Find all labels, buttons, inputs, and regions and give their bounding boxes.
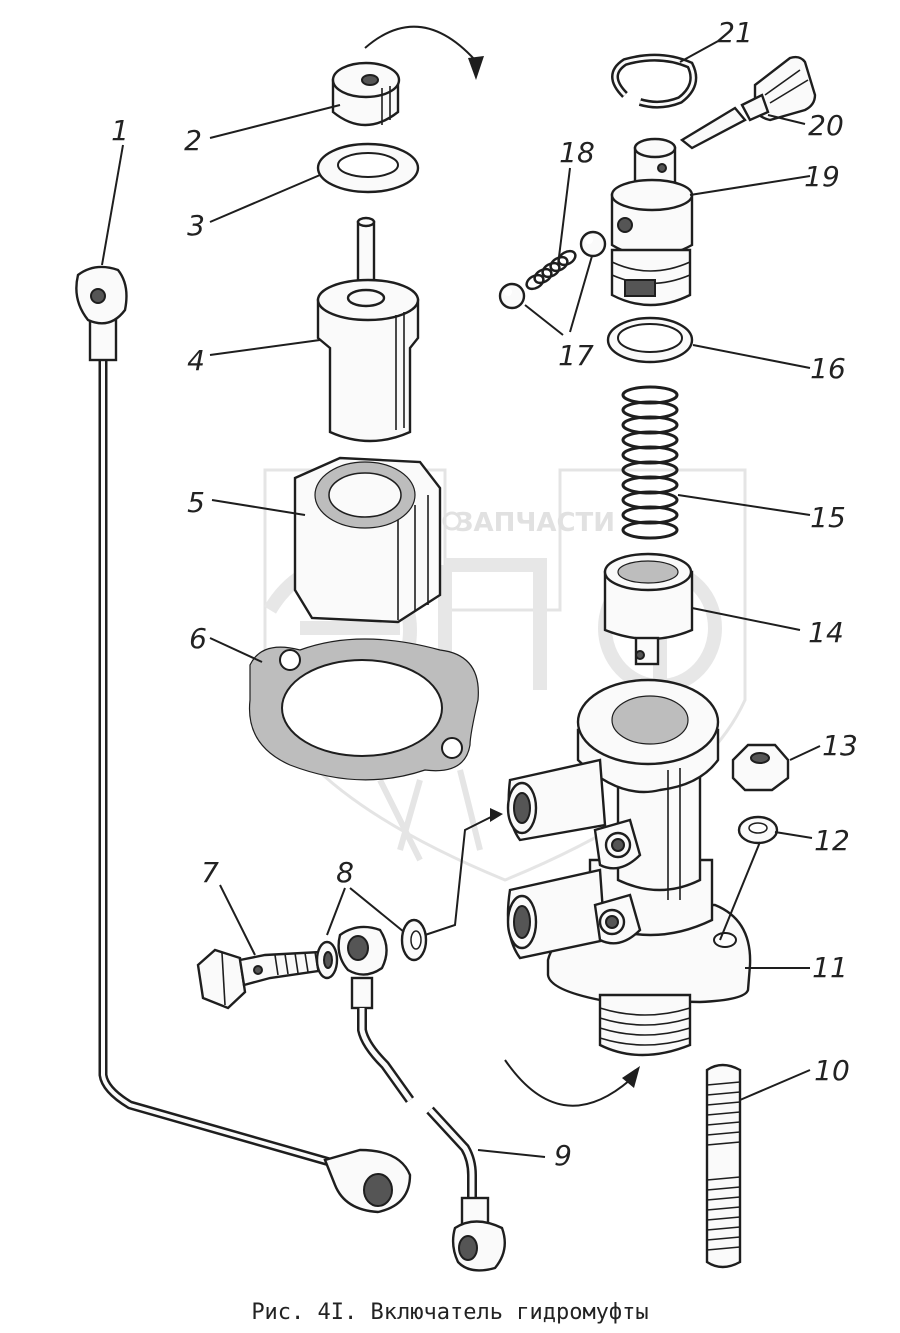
part-2-cap xyxy=(331,61,401,127)
part-11-housing xyxy=(506,678,752,1057)
callout-1: 1 xyxy=(111,114,129,147)
callout-19: 19 xyxy=(804,160,840,193)
callout-14: 14 xyxy=(808,616,844,649)
part-5-nut xyxy=(293,456,442,624)
part-13-nut xyxy=(731,743,790,792)
callout-4: 4 xyxy=(187,344,205,377)
callout-5: 5 xyxy=(187,486,205,519)
callout-7: 7 xyxy=(201,856,219,889)
part-14-sleeve xyxy=(603,552,694,666)
part-17-balls xyxy=(498,230,607,310)
callout-labels: 1 2 3 4 5 6 7 8 9 10 11 12 13 14 15 16 1… xyxy=(111,16,858,1172)
watermark-text: ЗАПЧАСТИ xyxy=(455,508,615,538)
part-19-valve-stem xyxy=(610,137,694,307)
callout-15: 15 xyxy=(810,501,846,534)
part-12-spring-washer xyxy=(737,815,779,845)
part-21-retaining-ring xyxy=(611,53,698,109)
callout-12: 12 xyxy=(814,824,850,857)
diagram-canvas: ЗАПЧАСТИ xyxy=(75,16,858,1272)
part-10-stud xyxy=(705,1063,742,1269)
part-16-o-ring xyxy=(606,316,694,364)
part-8-washers xyxy=(315,918,428,980)
part-4-plunger xyxy=(316,216,420,443)
part-18-spring xyxy=(525,249,577,291)
gear-icon xyxy=(442,511,462,531)
part-15-spring xyxy=(621,385,679,540)
rotation-arrow-bottom xyxy=(504,1059,640,1107)
callout-2: 2 xyxy=(184,124,202,157)
part-3-washer xyxy=(316,142,420,194)
callout-10: 10 xyxy=(814,1054,850,1087)
part-6-gasket xyxy=(248,638,479,781)
callout-6: 6 xyxy=(189,622,207,655)
leader-lines xyxy=(101,39,821,1158)
part-7-bolt xyxy=(196,948,327,1010)
callout-18: 18 xyxy=(559,136,595,169)
part-1-pipe xyxy=(75,265,412,1214)
part-9-pipe xyxy=(337,925,506,1272)
callout-3: 3 xyxy=(187,209,205,242)
callout-16: 16 xyxy=(810,352,846,385)
figure-caption: Рис. 4I. Включатель гидромуфты xyxy=(251,1300,649,1325)
rotation-arrow-top xyxy=(364,25,484,80)
callout-11: 11 xyxy=(812,951,848,984)
callout-20: 20 xyxy=(808,109,844,142)
callout-17: 17 xyxy=(558,339,594,372)
callout-9: 9 xyxy=(554,1139,572,1172)
part-20-key xyxy=(679,55,817,150)
callout-21: 21 xyxy=(717,16,753,49)
callout-8: 8 xyxy=(336,856,354,889)
callout-13: 13 xyxy=(822,729,858,762)
